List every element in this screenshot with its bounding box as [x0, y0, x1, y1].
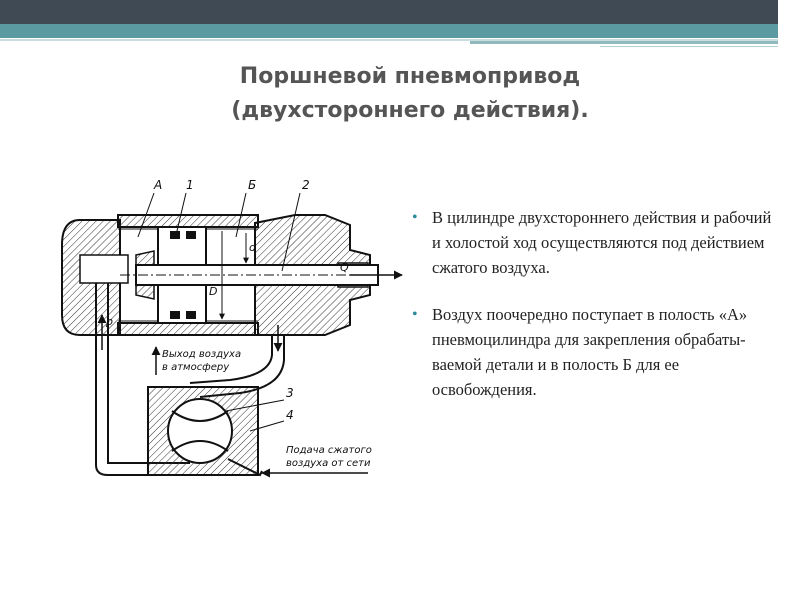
- bullet-dot: •: [412, 306, 418, 323]
- leader-2: [281, 192, 301, 272]
- right-air-line: [189, 335, 273, 384]
- label-q: Q: [340, 261, 349, 274]
- header-stripe-thin: [600, 46, 778, 47]
- label-d: d: [249, 241, 257, 254]
- label-1: 1: [186, 178, 194, 192]
- cylinder-top-wall: [117, 214, 259, 228]
- label-3: 3: [286, 386, 294, 400]
- piston-seal: [186, 231, 196, 239]
- leader-4: [249, 420, 285, 432]
- label-2: 2: [302, 178, 310, 192]
- cylinder-bottom-wall: [117, 322, 259, 336]
- leader-3: [225, 399, 285, 412]
- header-dark-band: [0, 0, 778, 24]
- bullet-text: Воздух поочередно поступает в полость «А…: [432, 305, 748, 399]
- leader-a: [137, 192, 155, 238]
- label-D: D: [209, 285, 217, 298]
- bullet-list: • В цилиндре двухстороннего действия и р…: [412, 205, 772, 424]
- header-stripe-teal: [470, 41, 778, 44]
- leader-b: [235, 192, 247, 238]
- valve-channel: [171, 440, 229, 452]
- left-port-channel: [79, 254, 129, 284]
- valve-channel: [171, 410, 229, 422]
- label-exhaust-line-2: в атмосферу: [162, 362, 230, 373]
- label-4: 4: [286, 408, 294, 422]
- label-supply-line-2: воздуха от сети: [286, 458, 371, 469]
- piston-seal: [186, 311, 196, 319]
- header-teal-band: [0, 24, 778, 38]
- bullet-dot: •: [412, 209, 418, 226]
- slide-title: Поршневой пневмопривод (двухстороннего д…: [110, 60, 710, 128]
- label-supply-line-1: Подача сжатого: [286, 445, 372, 456]
- header-decoration: [0, 0, 778, 47]
- bullet-item: • Воздух поочередно поступает в полость …: [412, 302, 772, 402]
- slide-title-line-1: Поршневой пневмопривод: [239, 64, 581, 89]
- valve-rotor: [167, 398, 233, 464]
- label-exhaust-line-1: Выход воздуха: [162, 349, 241, 360]
- bullet-text: В цилиндре двухстороннего действия и раб…: [432, 208, 772, 277]
- pneumatic-cylinder-diagram: Q d D А 1 Б 2 p Выход воздуха в атмосфер…: [61, 178, 403, 478]
- label-a: А: [153, 178, 162, 192]
- header-stripe-light: [0, 39, 778, 41]
- leader-1: [175, 192, 187, 236]
- label-b: Б: [248, 178, 256, 192]
- left-air-line: [95, 283, 190, 476]
- label-p: p: [105, 315, 113, 328]
- piston-seal: [170, 311, 180, 319]
- slide-title-line-2: (двухстороннего действия).: [231, 98, 589, 123]
- piston-seal: [170, 231, 180, 239]
- bullet-item: • В цилиндре двухстороннего действия и р…: [412, 205, 772, 280]
